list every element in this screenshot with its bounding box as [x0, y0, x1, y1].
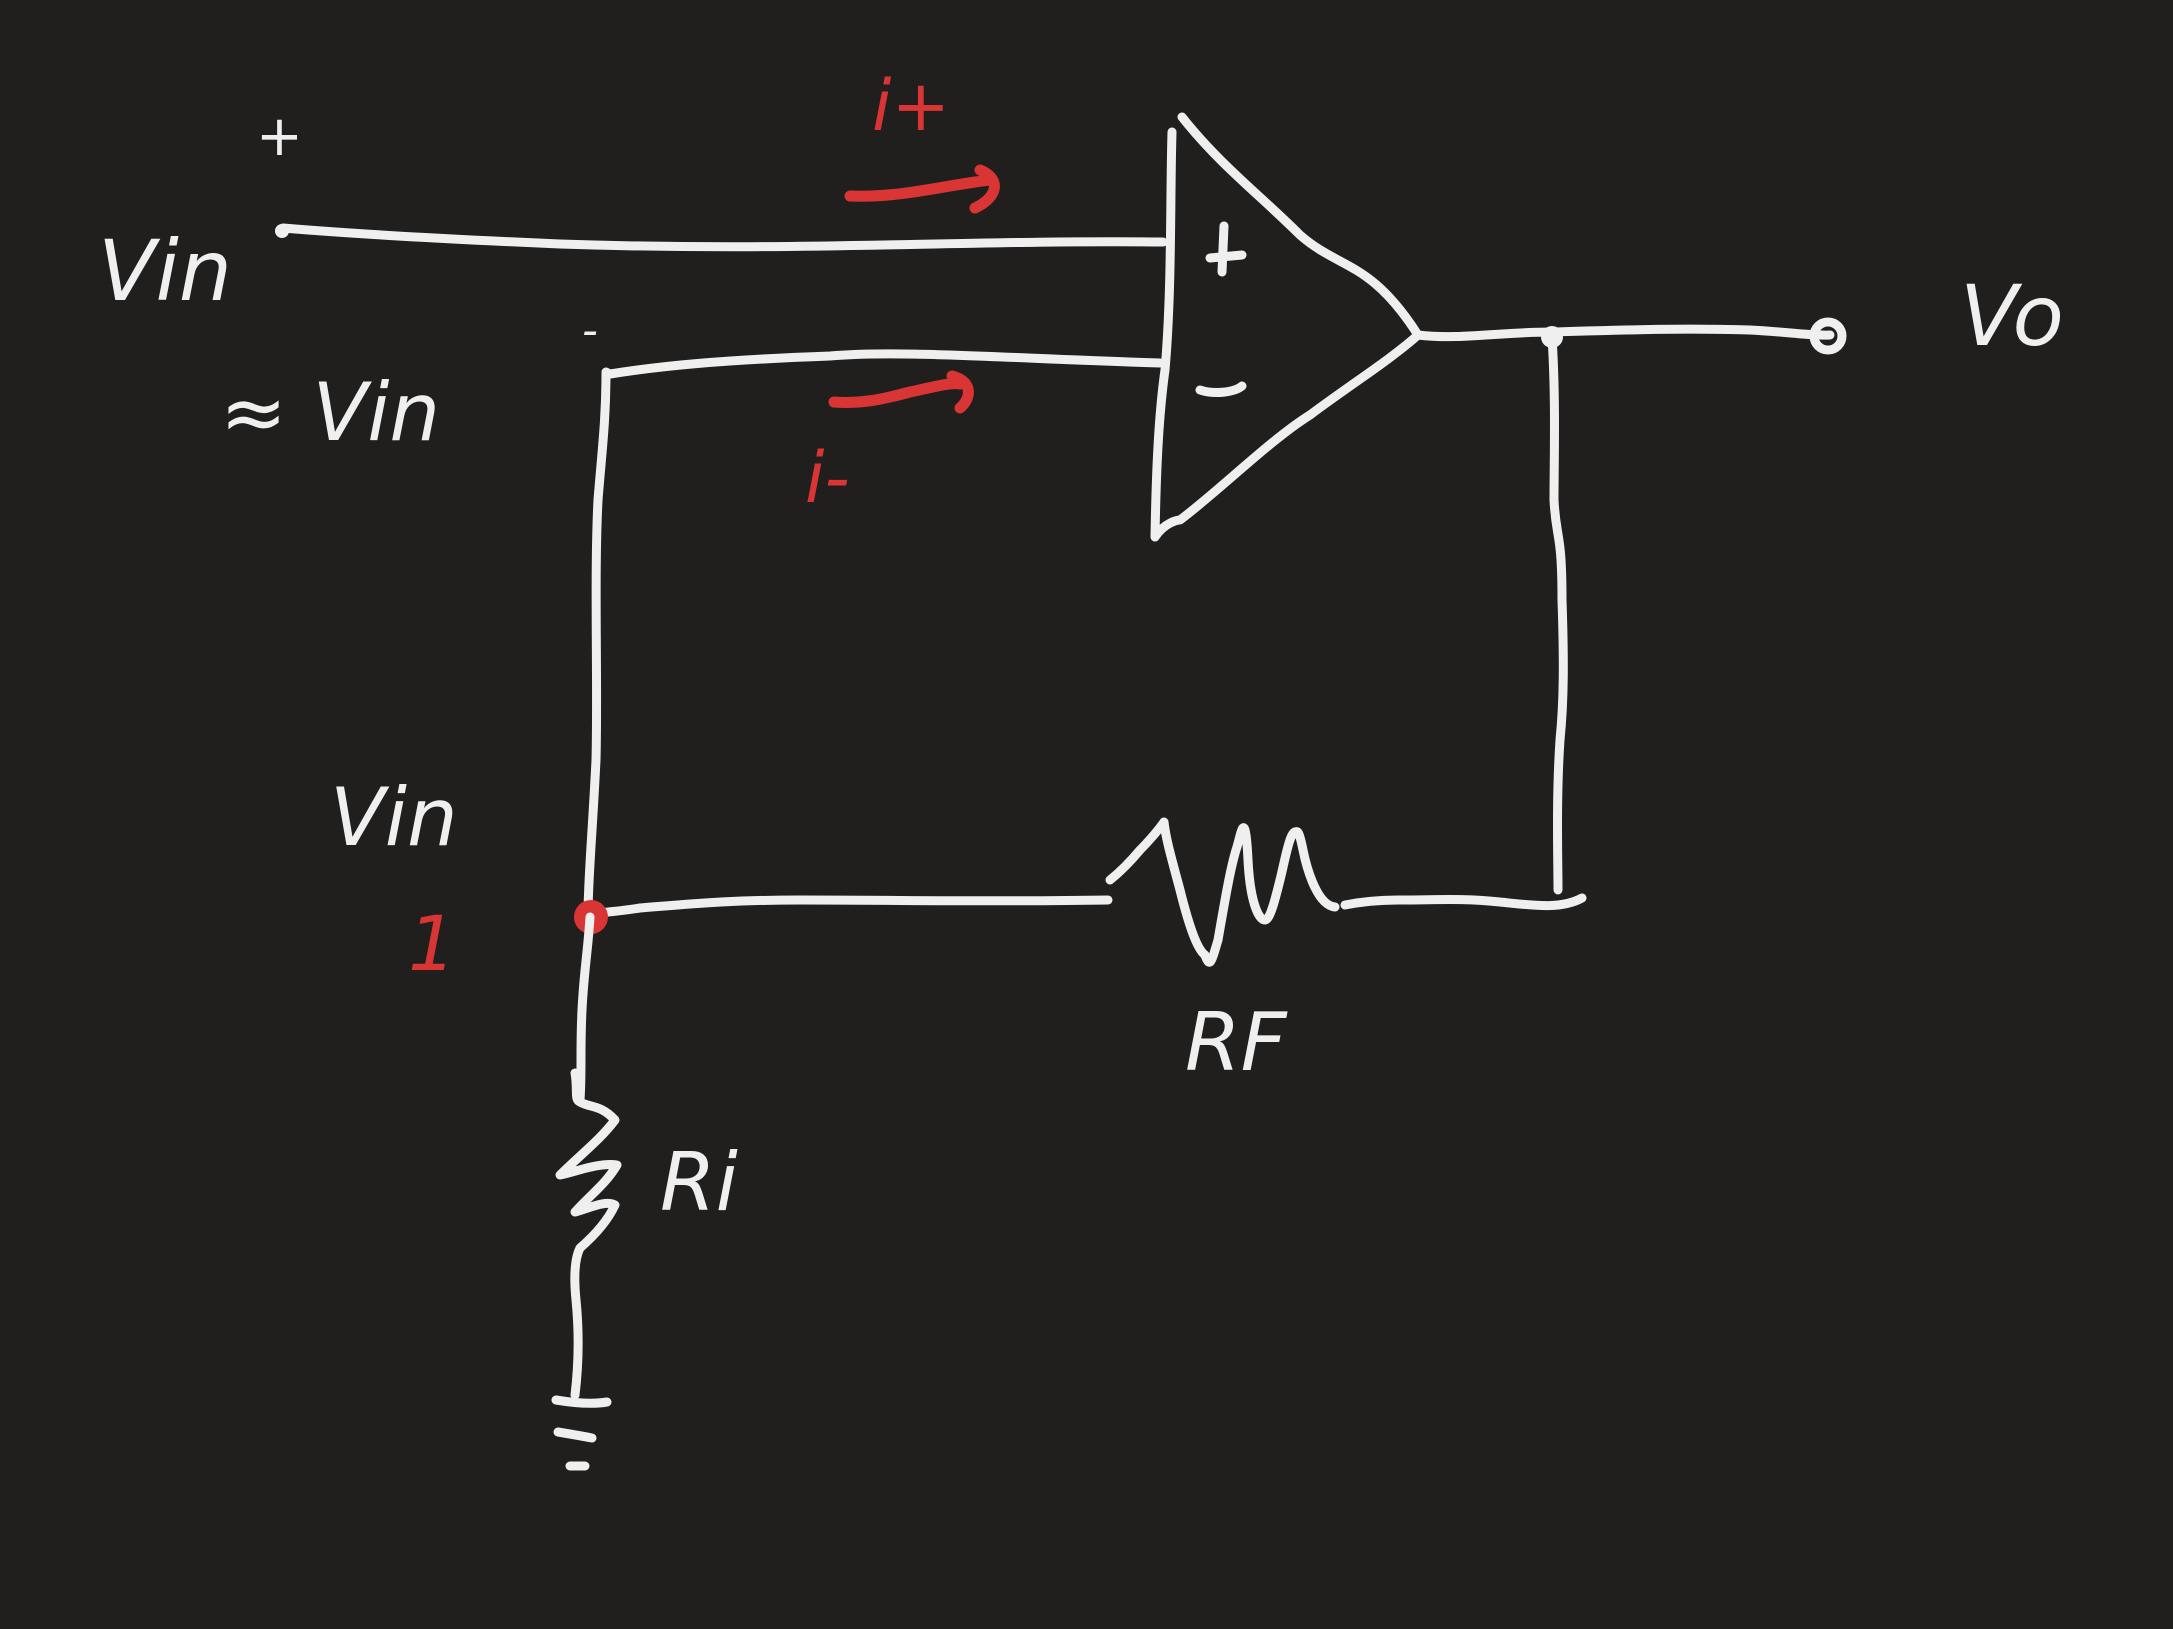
input-terminal-dot	[275, 224, 289, 238]
feedback-wire-bottom	[585, 817, 1587, 967]
input-wire-plus	[278, 223, 1168, 252]
opamp-plus-sign	[1205, 221, 1247, 277]
plus-terminal-label: +	[256, 104, 303, 169]
opamp-minus-sign	[1195, 381, 1247, 398]
output-terminal-circle	[1809, 317, 1847, 355]
approx-vin-label: ≈ Vin	[220, 366, 440, 459]
node-number-label: 1	[408, 899, 456, 988]
i-minus-arrow	[828, 370, 974, 414]
i-plus-arrow	[844, 164, 1000, 214]
inverting-input-wire	[583, 349, 1165, 920]
feedback-wire-right	[1547, 332, 1568, 895]
opamp-body	[1150, 112, 1423, 542]
ground-symbol	[551, 1395, 612, 1471]
vin-source-label: Vin	[98, 222, 232, 320]
output-wire	[1413, 324, 1835, 342]
i-minus-label: i-	[805, 437, 850, 519]
vout-label: Vo	[1960, 267, 2064, 365]
ri-wire-top	[575, 912, 595, 1105]
node-voltage-label: Vin	[330, 771, 458, 864]
i-plus-label: i+	[872, 65, 950, 147]
minus-terminal-label: -	[582, 305, 598, 356]
ri-label: Ri	[660, 1136, 738, 1229]
rf-label: RF	[1185, 996, 1288, 1089]
ri-resistor	[555, 1068, 622, 1400]
